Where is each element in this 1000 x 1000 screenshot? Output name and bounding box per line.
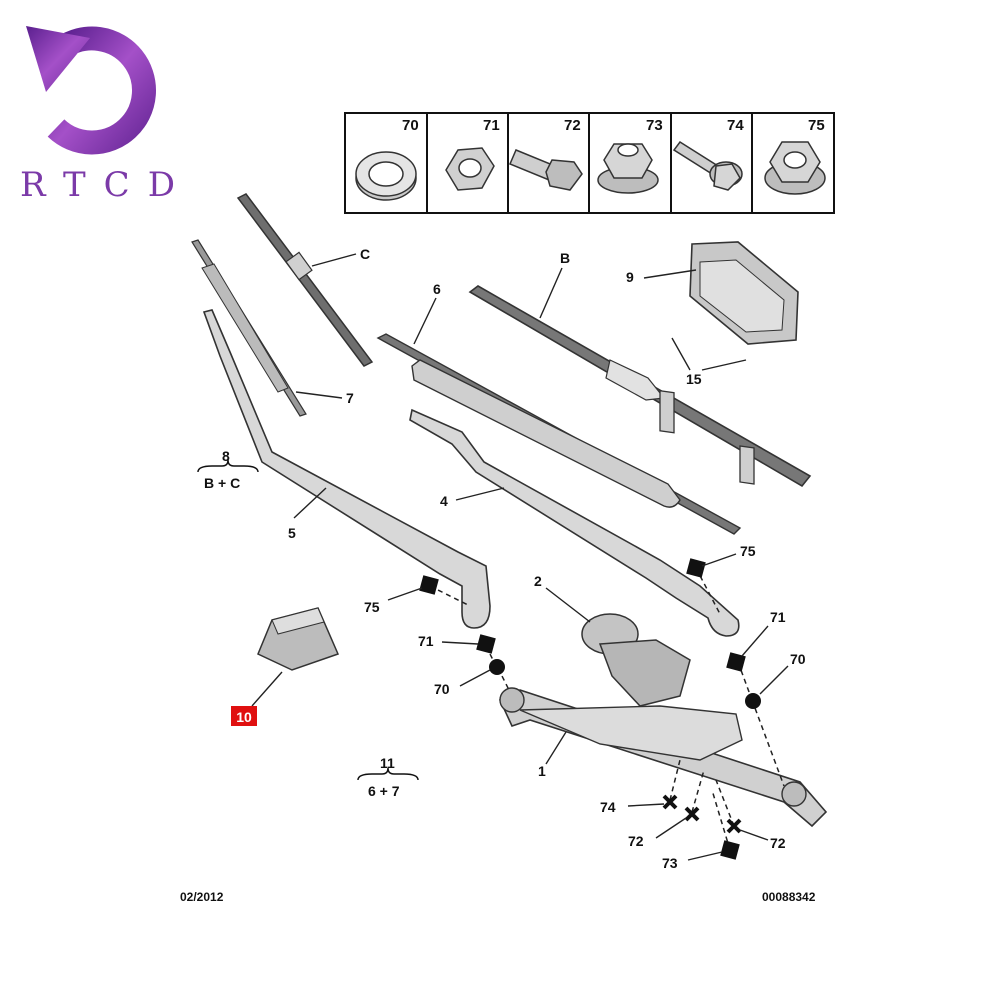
callout-7: 7 bbox=[346, 390, 354, 406]
blade-refill-7 bbox=[191, 239, 307, 417]
callout-c: C bbox=[360, 246, 370, 262]
brace-11 bbox=[357, 767, 419, 781]
table-header: 72 bbox=[564, 117, 581, 134]
footer-ref: 00088342 bbox=[762, 890, 816, 904]
callout-10: 10 bbox=[236, 709, 252, 725]
callout-15: 15 bbox=[686, 371, 702, 387]
table-header: 74 bbox=[727, 117, 744, 134]
table-header: 71 bbox=[483, 117, 500, 134]
bolt-icon bbox=[509, 149, 583, 191]
wiper-arm-4 bbox=[409, 408, 740, 637]
table-header: 73 bbox=[646, 117, 663, 134]
callout-5: 5 bbox=[288, 525, 296, 541]
logo: RTCD bbox=[20, 26, 193, 205]
callout-labels: C B 6 7 9 15 8 B + C 5 4 75 75 2 71 71 7… bbox=[204, 246, 806, 871]
callout-71-left: 71 bbox=[418, 633, 434, 649]
callout-74: 74 bbox=[600, 799, 616, 815]
module-box-9 bbox=[689, 241, 799, 345]
callout-8: 8 bbox=[222, 448, 230, 464]
ring-washer-icon bbox=[355, 151, 417, 201]
brace-8 bbox=[197, 459, 259, 473]
wiper-linkage-1 bbox=[498, 687, 828, 828]
hardware-table: 70 71 72 73 74 75 bbox=[344, 112, 835, 214]
callout-11: 11 bbox=[380, 755, 395, 771]
assembly-markers bbox=[419, 558, 785, 860]
leader-lines bbox=[251, 253, 789, 861]
wiper-blade-6 bbox=[376, 333, 742, 535]
callout-8-sub: B + C bbox=[204, 475, 240, 491]
callout-b: B bbox=[560, 250, 570, 266]
logo-refresh-icon bbox=[26, 26, 156, 155]
callout-1: 1 bbox=[538, 763, 546, 779]
callout-71-right: 71 bbox=[770, 609, 786, 625]
wiper-blade-c bbox=[236, 193, 374, 367]
callout-70-left: 70 bbox=[434, 681, 450, 697]
clip-15a bbox=[659, 390, 675, 434]
connector-10 bbox=[257, 607, 340, 671]
footer-date: 02/2012 bbox=[180, 890, 224, 904]
cross-marker bbox=[662, 794, 742, 834]
callout-70-right: 70 bbox=[790, 651, 806, 667]
hex-nut-icon bbox=[445, 147, 495, 191]
callout-72-left: 72 bbox=[628, 833, 644, 849]
callout-73: 73 bbox=[662, 855, 678, 871]
wiper-arm-5 bbox=[202, 309, 491, 629]
callout-75-right: 75 bbox=[740, 543, 756, 559]
callout-4: 4 bbox=[440, 493, 448, 509]
wiper-blade-b bbox=[468, 285, 812, 488]
callout-6: 6 bbox=[433, 281, 441, 297]
screw-with-washer-icon bbox=[672, 140, 743, 191]
table-header: 75 bbox=[808, 117, 825, 134]
logo-text: RTCD bbox=[20, 165, 193, 205]
flange-nut-icon bbox=[597, 143, 659, 194]
hex-flange-nut-icon bbox=[764, 141, 826, 195]
callout-72-right: 72 bbox=[770, 835, 786, 851]
callout-9: 9 bbox=[626, 269, 634, 285]
wiper-motor-2 bbox=[581, 613, 691, 707]
callout-10-highlight: 10 bbox=[231, 706, 257, 726]
callout-11-sub: 6 + 7 bbox=[368, 783, 400, 799]
callout-2: 2 bbox=[534, 573, 542, 589]
clip-15b bbox=[739, 445, 755, 485]
table-header: 70 bbox=[402, 117, 419, 134]
callout-75-left: 75 bbox=[364, 599, 380, 615]
